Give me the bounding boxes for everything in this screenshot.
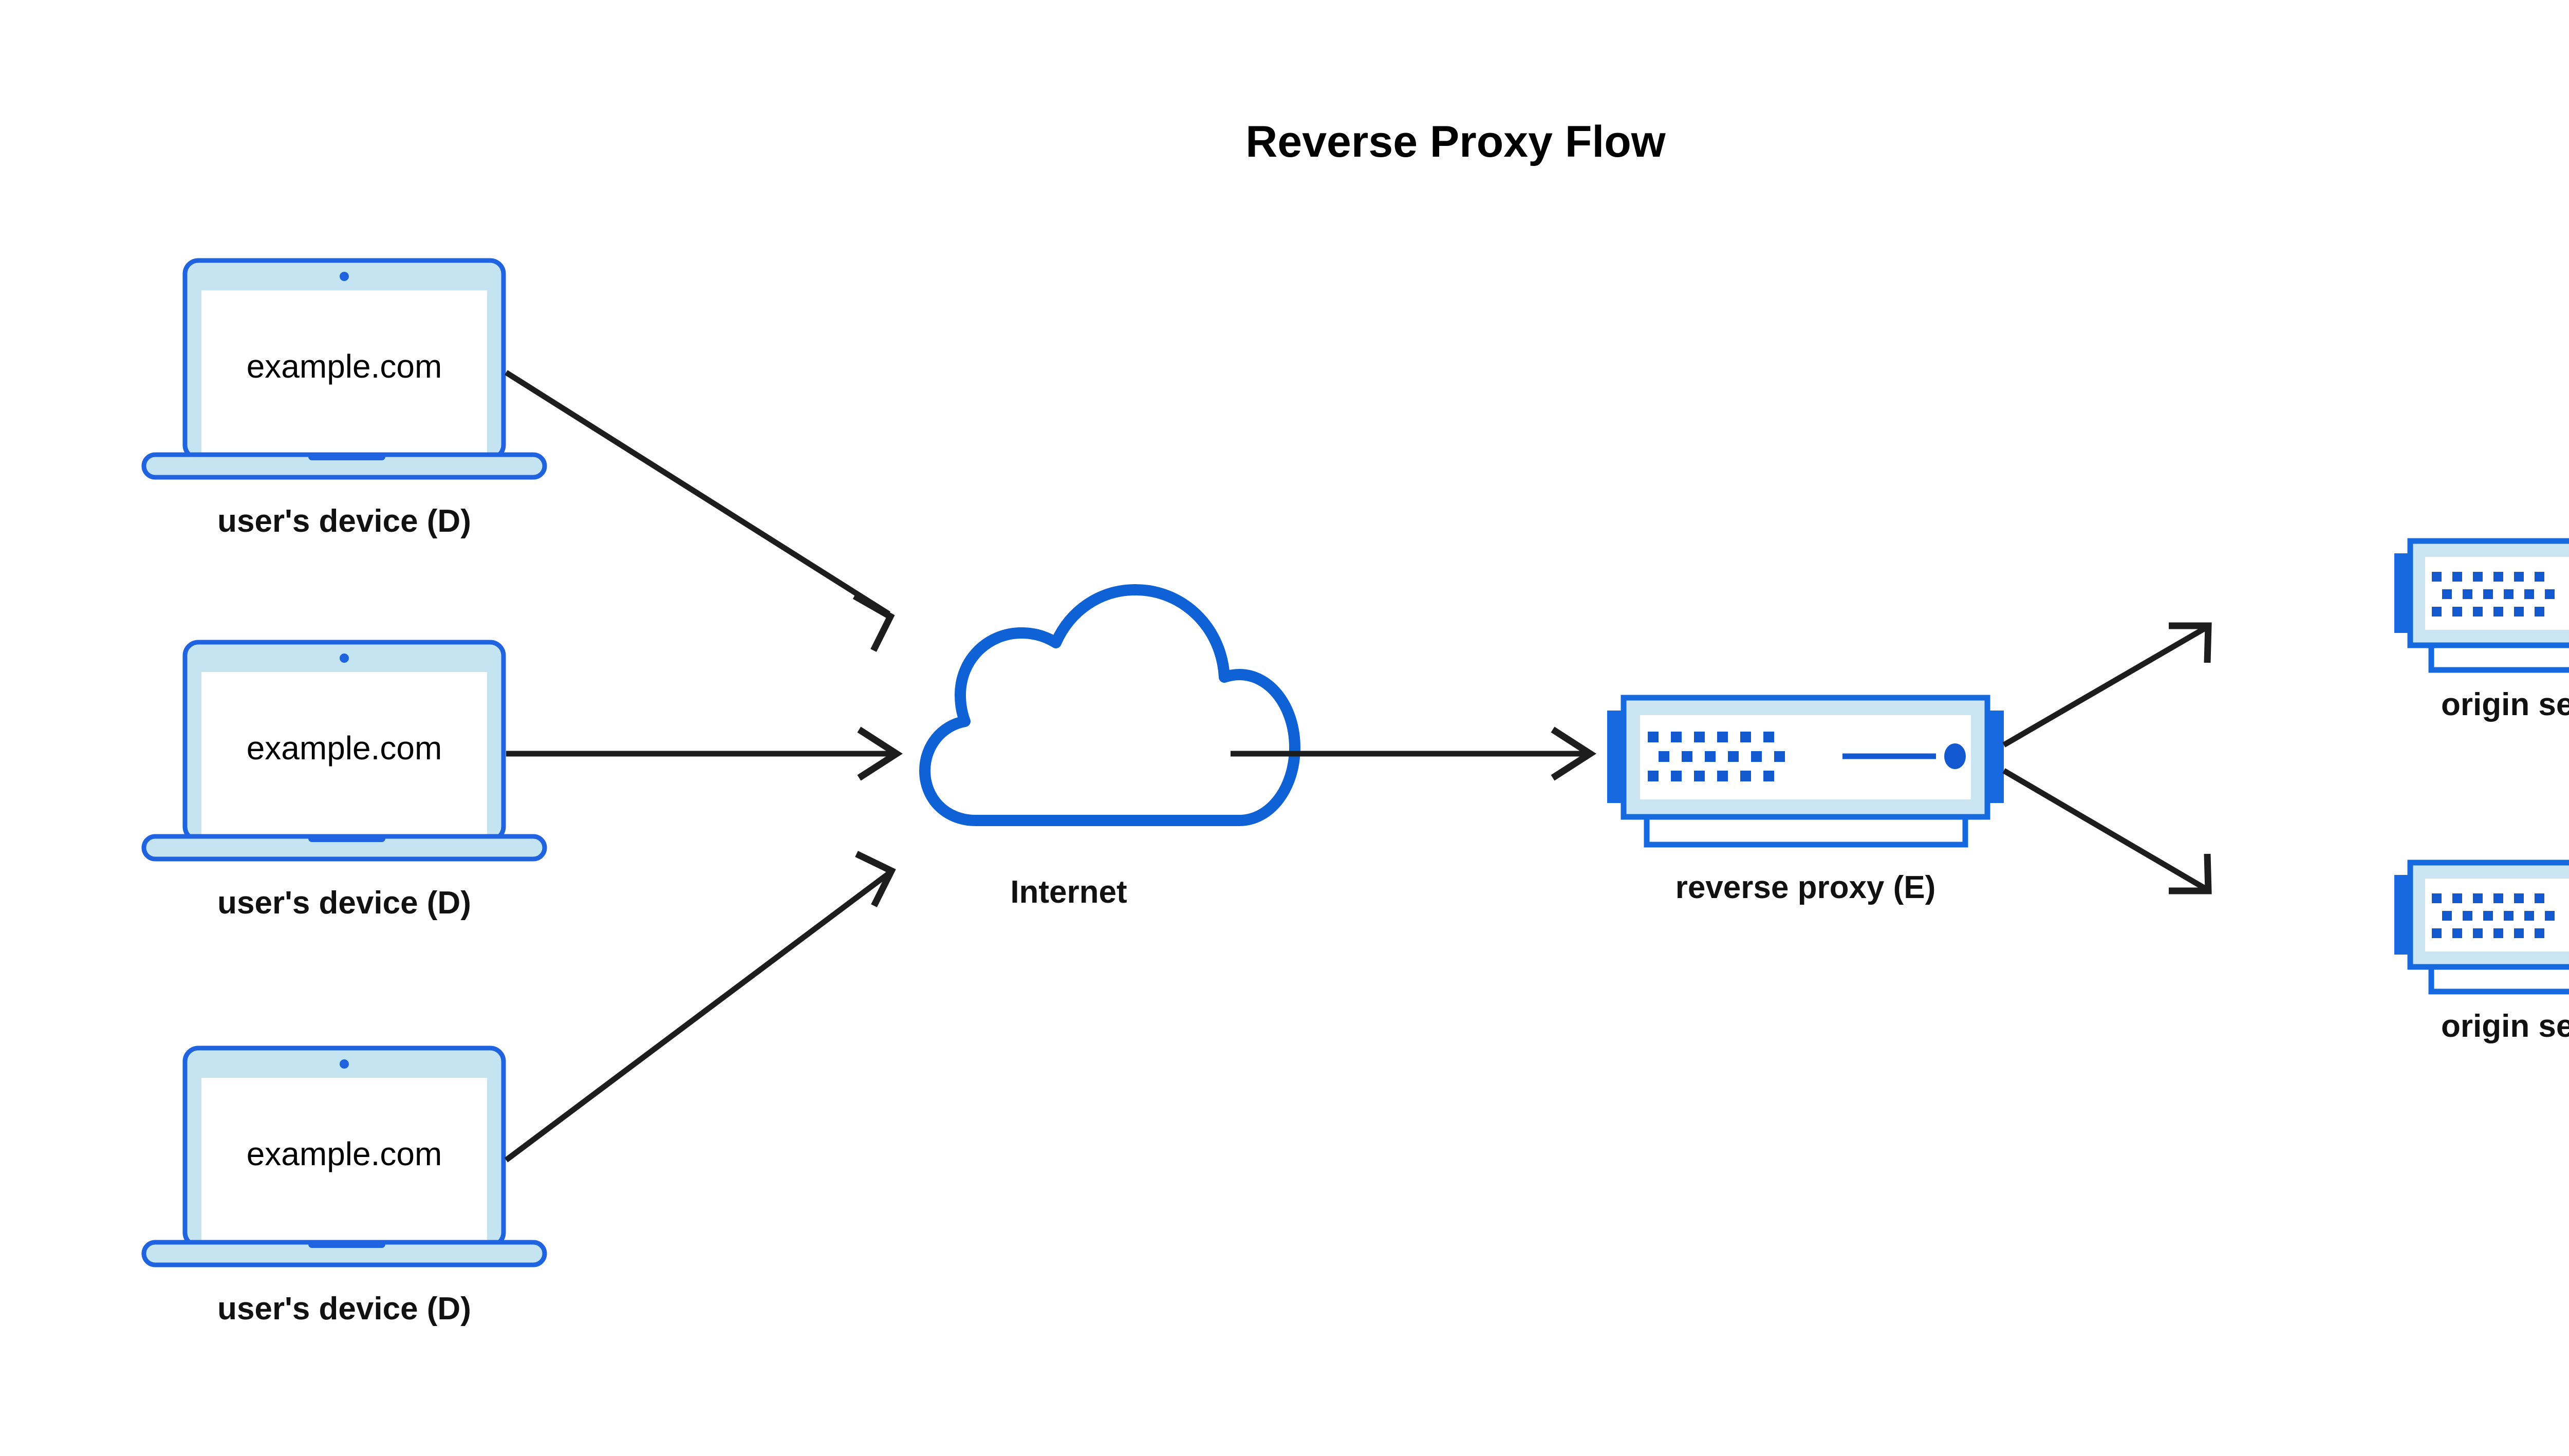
origin-server-node-label: origin server (F) xyxy=(2441,1009,2569,1044)
laptop-trackpad-notch xyxy=(308,835,385,842)
internet-node[interactable]: Internet xyxy=(919,584,1300,910)
client-node-2[interactable]: example.com user's device (D) xyxy=(141,640,547,921)
laptop-base-fill xyxy=(144,836,545,859)
laptop-icon xyxy=(141,640,547,862)
cloud-icon xyxy=(919,584,1300,826)
flow-arrow-client1-to-internet xyxy=(505,370,895,652)
server-status-indicator xyxy=(1944,743,1966,769)
laptop-camera-icon xyxy=(340,1059,349,1069)
laptop-icon xyxy=(141,258,547,480)
server-vent-grid xyxy=(2432,893,2555,938)
flow-arrow-proxy-to-origin2 xyxy=(2002,768,2212,894)
laptop-trackpad-notch xyxy=(308,1241,385,1248)
flow-arrow-proxy-to-origin1 xyxy=(2002,622,2212,748)
laptop-screen-url: example.com xyxy=(247,730,442,767)
laptop-base-fill xyxy=(144,455,545,477)
flow-arrow-internet-to-proxy xyxy=(1231,726,1597,781)
laptop-screen-url: example.com xyxy=(247,1135,442,1172)
server-shelf xyxy=(2428,642,2569,673)
laptop-camera-icon xyxy=(340,654,349,663)
origin-server-node-2[interactable]: origin server (F) xyxy=(2394,860,2569,1044)
reverse-proxy-node-label: reverse proxy (E) xyxy=(1676,870,1936,905)
server-icon xyxy=(2394,538,2569,673)
client-node-label: user's device (D) xyxy=(217,503,471,539)
laptop-screen-url: example.com xyxy=(247,348,442,385)
origin-server-node-label: origin server (F) xyxy=(2441,687,2569,722)
origin-server-node-1[interactable]: origin server (F) xyxy=(2394,538,2569,722)
client-node-label: user's device (D) xyxy=(217,885,471,921)
server-icon xyxy=(2394,860,2569,995)
laptop-trackpad-notch xyxy=(308,453,385,460)
flow-arrow-client2-to-internet xyxy=(506,726,903,781)
server-shelf xyxy=(1644,814,1968,848)
laptop-screen xyxy=(201,1078,487,1246)
laptop-base-fill xyxy=(144,1242,545,1265)
client-node-3[interactable]: example.com user's device (D) xyxy=(141,1046,547,1327)
laptop-screen xyxy=(201,290,487,458)
reverse-proxy-node[interactable]: reverse proxy (E) xyxy=(1607,695,2004,905)
laptop-icon xyxy=(141,1046,547,1267)
client-node-label: user's device (D) xyxy=(217,1291,471,1327)
internet-node-label: Internet xyxy=(1010,874,1127,910)
server-vent-grid xyxy=(2432,572,2555,617)
laptop-screen xyxy=(201,672,487,840)
laptop-camera-icon xyxy=(340,272,349,281)
client-node-1[interactable]: example.com user's device (D) xyxy=(141,258,547,539)
page-title: Reverse Proxy Flow xyxy=(1245,117,1666,166)
server-vent-grid xyxy=(1648,732,1785,781)
server-icon xyxy=(1607,695,2004,848)
server-shelf xyxy=(2428,964,2569,995)
flow-arrow-client3-to-internet xyxy=(504,851,896,1163)
